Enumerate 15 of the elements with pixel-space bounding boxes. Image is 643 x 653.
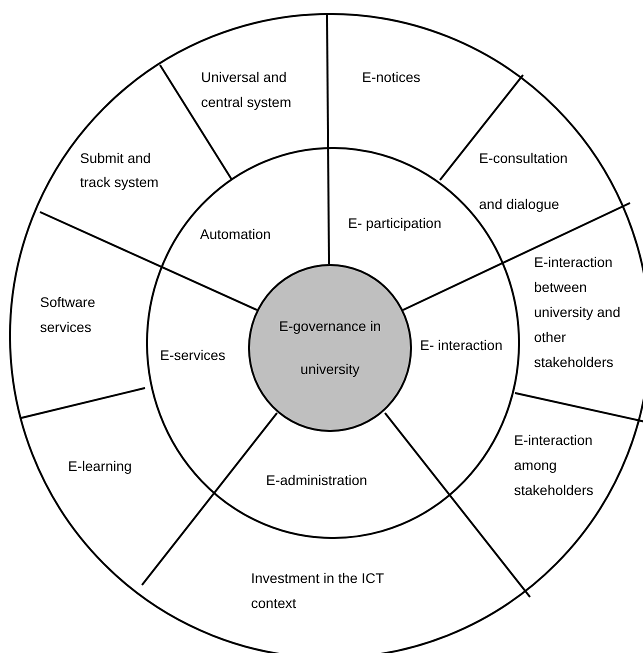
segment-label: Investment in the ICT context [251,569,385,613]
segment-label: E-interaction between university and other stakeholders [534,253,622,372]
segment-label: E-administration [266,471,368,490]
segment-label: Automation [200,225,272,244]
segment-label: E-interaction among stakeholders [514,431,594,500]
segment-label: Submit and track system [80,149,160,192]
center-label: E-governance in university [278,317,382,379]
segment-label: E- interaction [420,336,504,355]
segment-label: Universal and central system [201,68,292,112]
segment-label: E-learning [68,457,133,476]
segment-label: E-notices [362,68,422,87]
segment-label: E-consultation and dialogue [479,149,569,214]
segment-label: E-services [160,346,226,365]
segment-label: Software services [40,293,96,337]
segment-label: E- participation [348,214,442,233]
